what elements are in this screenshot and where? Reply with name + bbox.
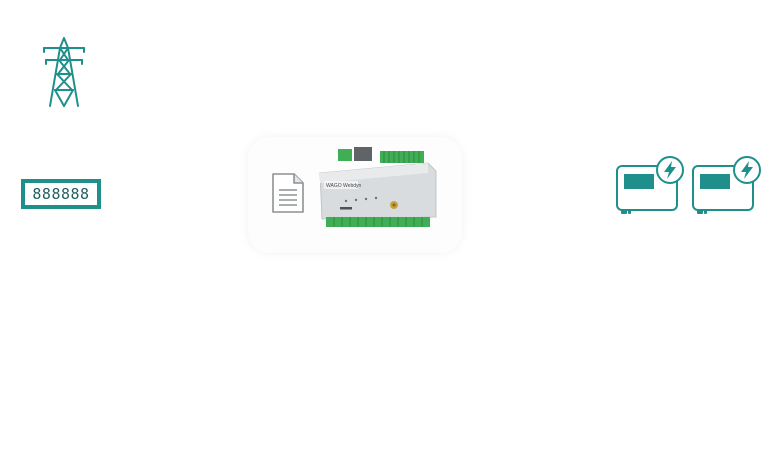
device-brand: WAGO Webdyn bbox=[326, 183, 362, 189]
energy-meter-icon: 888888 bbox=[21, 179, 101, 209]
gateway-device-image: WAGO Webdyn bbox=[319, 147, 437, 227]
charger-left bbox=[616, 156, 684, 214]
charger-right bbox=[692, 156, 761, 214]
power-pylon-icon bbox=[43, 37, 85, 107]
document-icon bbox=[272, 173, 304, 213]
ev-charger-icon bbox=[616, 156, 761, 214]
meter-readout: 888888 bbox=[25, 183, 97, 205]
